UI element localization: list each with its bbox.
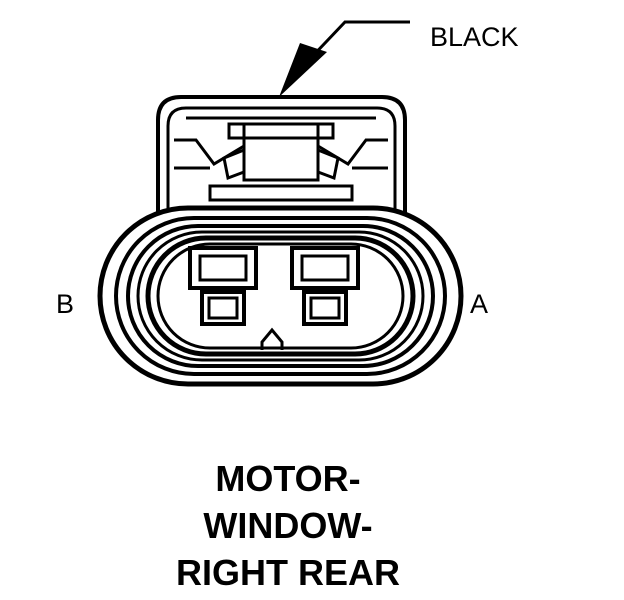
component-name-line-1: MOTOR- xyxy=(215,458,361,499)
pin-a-label: A xyxy=(470,289,489,319)
component-name: MOTOR- WINDOW- RIGHT REAR xyxy=(0,455,576,596)
callout-leader xyxy=(305,20,410,64)
locking-latch xyxy=(174,116,388,202)
callout-arrowhead xyxy=(279,43,327,97)
terminal-cavities xyxy=(188,246,360,350)
component-name-line-2: WINDOW- xyxy=(203,505,373,546)
cavity-a xyxy=(290,246,360,326)
wire-color-label: BLACK xyxy=(430,22,519,52)
pin-b-label: B xyxy=(56,289,75,319)
cavity-b xyxy=(188,246,258,326)
component-name-line-3: RIGHT REAR xyxy=(176,552,400,593)
connector-housing xyxy=(97,95,464,387)
polarization-key xyxy=(260,327,284,350)
